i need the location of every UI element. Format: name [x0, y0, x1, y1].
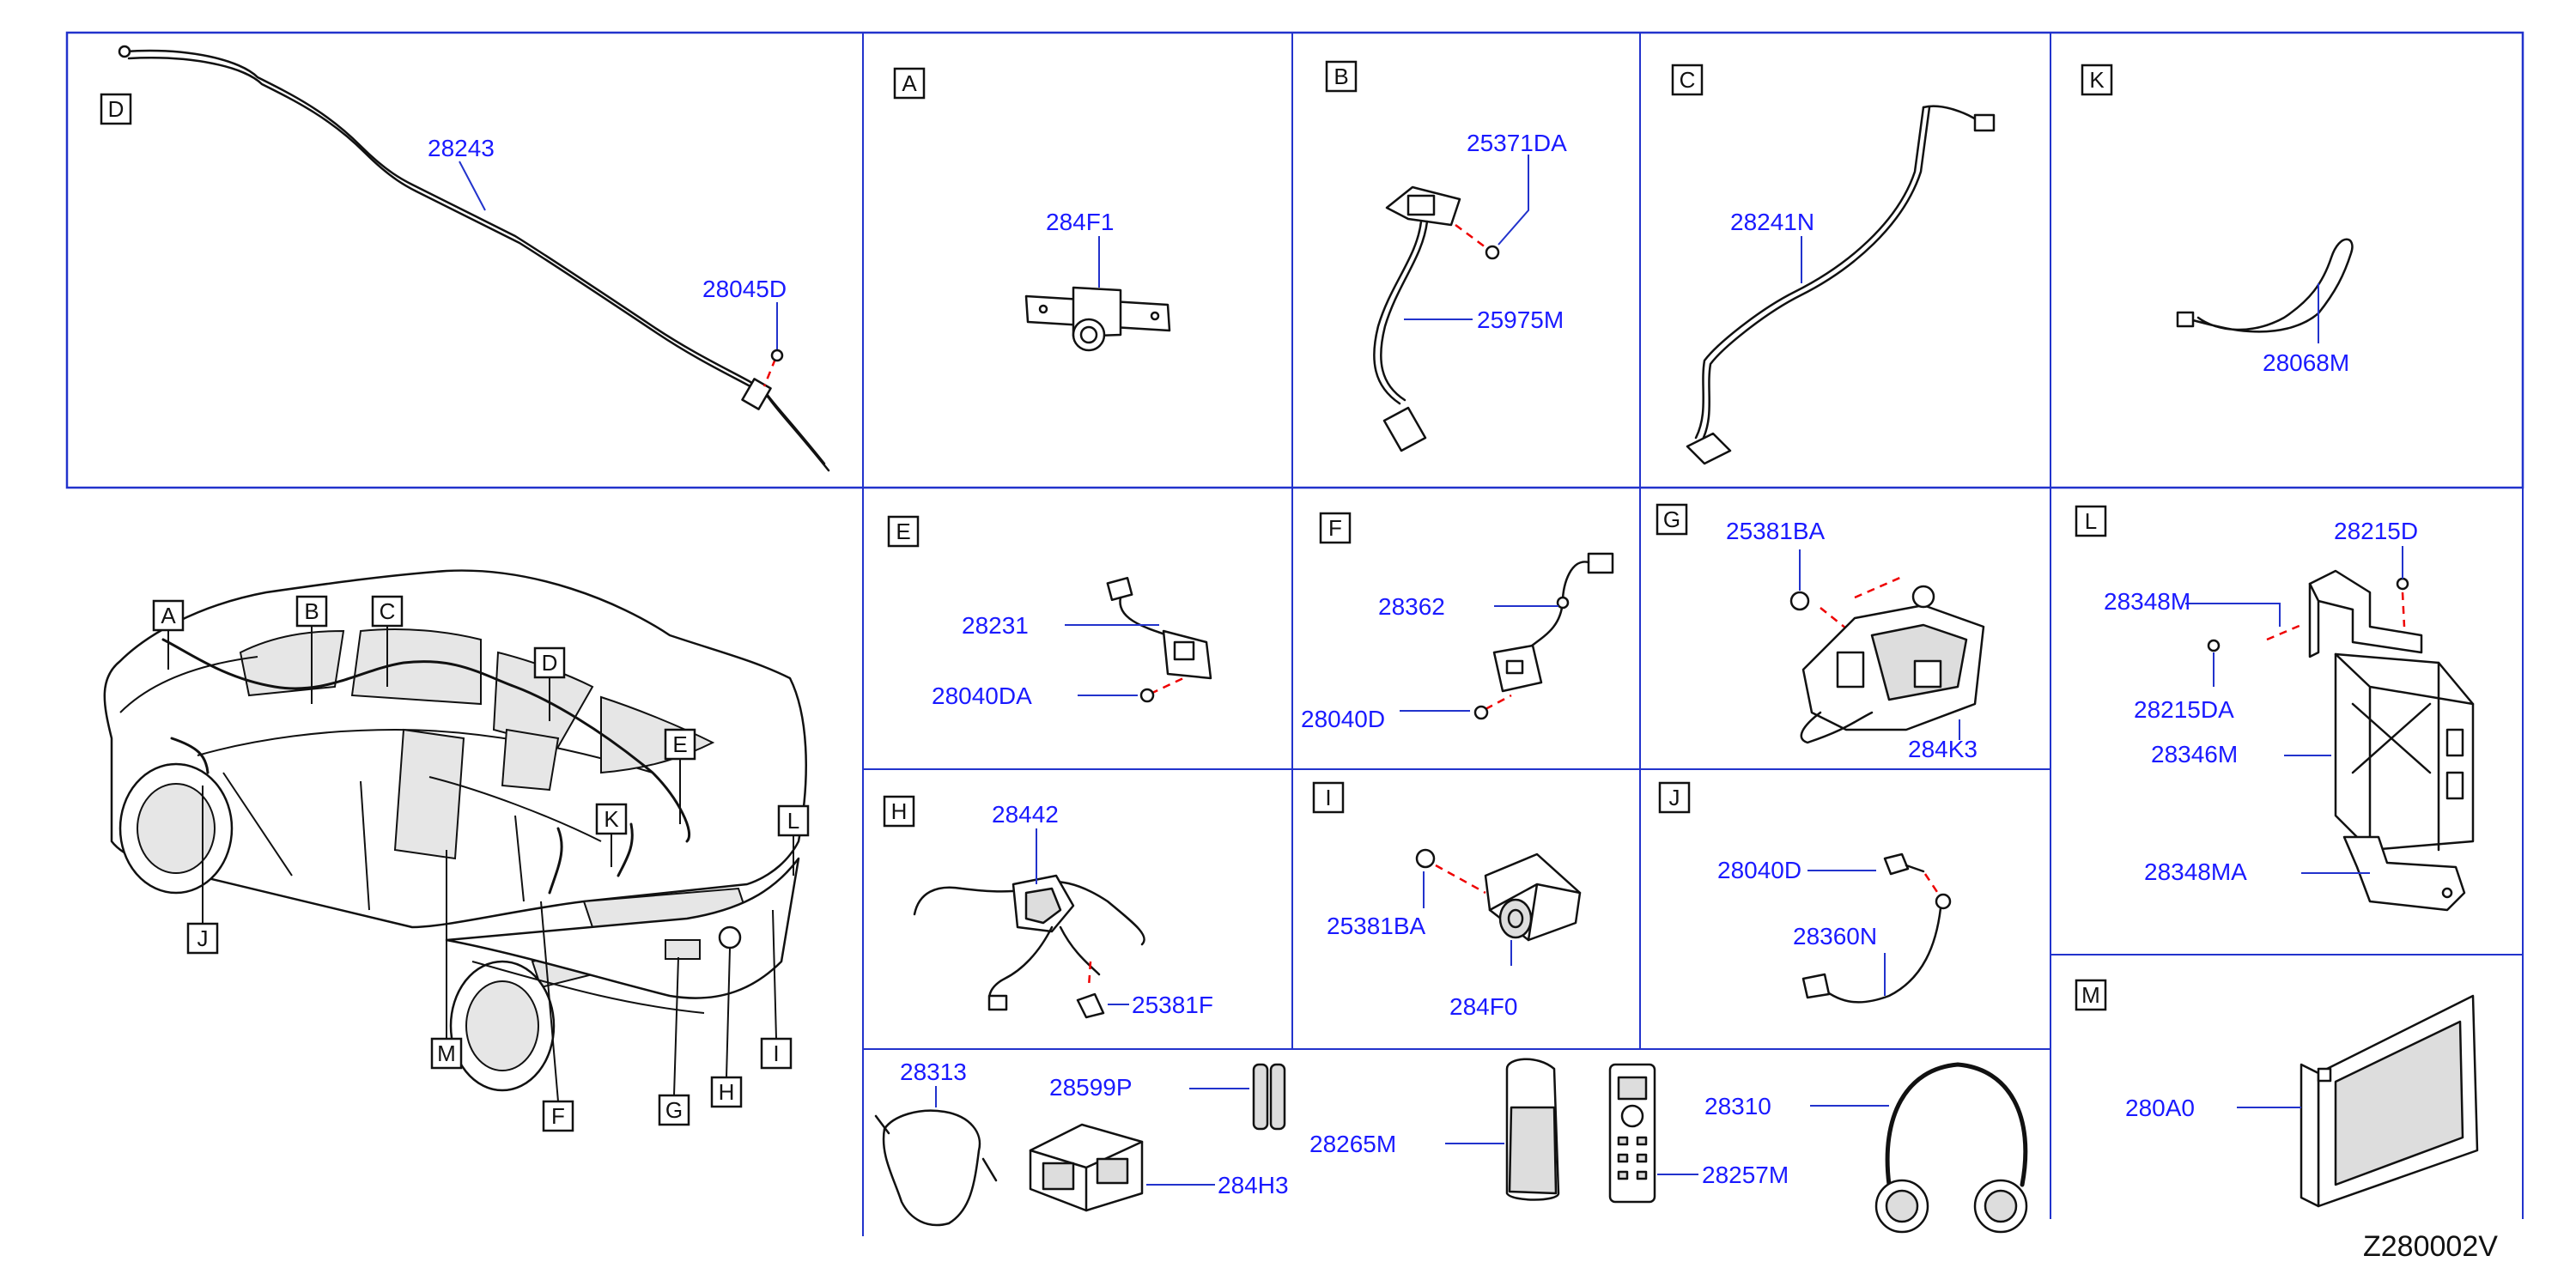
- part-number: 28348MA: [2144, 858, 2247, 885]
- section-g: G 25381BA 284K3: [1656, 503, 1985, 762]
- antenna-feeder-cable: [118, 45, 830, 472]
- section-letter: B: [1334, 64, 1348, 89]
- antenna-harness: [1686, 105, 1996, 465]
- section-h: H 28442 25381F: [883, 795, 1213, 1019]
- part-number: 28362: [1378, 593, 1445, 620]
- camera-sub-harness: [1106, 576, 1212, 680]
- section-letter: D: [108, 96, 125, 122]
- section-letter: F: [1328, 515, 1342, 541]
- callout-letter: B: [304, 598, 319, 624]
- antenna-feeder: [2176, 238, 2354, 333]
- section-letter: H: [891, 798, 908, 824]
- part-number: 28215DA: [2134, 696, 2234, 723]
- vehicle-overview: [103, 569, 807, 1092]
- part-number: 28257M: [1702, 1162, 1789, 1188]
- part-number: 28068M: [2263, 349, 2349, 376]
- part-number: 25371DA: [1467, 130, 1567, 156]
- part-number: 28040DA: [932, 682, 1032, 709]
- rear-view-camera: [1024, 286, 1171, 352]
- callout-letter: M: [437, 1040, 456, 1066]
- part-number: 28040D: [1717, 857, 1801, 883]
- section-l: L 28215D 28348M 28215DA 28346M 28348MA: [2075, 505, 2475, 912]
- callout-letter: I: [773, 1040, 779, 1066]
- camera-unit: [1484, 852, 1582, 942]
- section-a: A 284F1: [893, 67, 1171, 352]
- section-m: M 280A0: [2075, 979, 2479, 1208]
- camera-harness: [1373, 185, 1461, 452]
- part-number: 28599P: [1049, 1074, 1133, 1101]
- section-letter: M: [2081, 982, 2100, 1008]
- antenna-amp: [1492, 552, 1614, 693]
- section-letter: G: [1663, 507, 1680, 532]
- part-number: 28360N: [1793, 923, 1877, 949]
- batteries: [1252, 1063, 1286, 1131]
- part-number: 28310: [1704, 1093, 1771, 1119]
- section-k: K 28068M: [2081, 64, 2354, 376]
- vehicle-callouts: A B C D E K L J M F G H I: [152, 595, 810, 1132]
- section-accessories: 28313 28599P 284H3 28265M: [874, 1058, 2028, 1234]
- part-number: 28313: [900, 1059, 967, 1085]
- part-number: 28040D: [1301, 706, 1385, 732]
- part-number: 25381F: [1132, 992, 1213, 1018]
- section-grid: [65, 31, 2524, 1236]
- part-number: 284F0: [1449, 993, 1517, 1020]
- trunk-camera-harness: [913, 874, 1145, 1019]
- part-number: 28442: [992, 801, 1059, 828]
- remote-controller: [1608, 1063, 1656, 1204]
- section-j: J 28040D 28360N: [1658, 781, 1952, 1004]
- callout-letter: F: [551, 1103, 565, 1129]
- control-unit-bracket-lower: [2342, 835, 2466, 912]
- section-letter: I: [1325, 785, 1331, 810]
- part-number: 28346M: [2151, 741, 2238, 767]
- part-number: 25381BA: [1327, 913, 1426, 939]
- usb-connector: [1029, 1123, 1144, 1212]
- callout-letter: D: [542, 650, 558, 676]
- rear-display-unit: [2300, 994, 2479, 1208]
- part-number: 280A0: [2125, 1095, 2195, 1121]
- part-number: 28045D: [702, 276, 787, 302]
- section-letter: A: [902, 70, 917, 96]
- callout-letter: L: [787, 808, 799, 834]
- section-letter: J: [1669, 785, 1680, 810]
- part-number: 28348M: [2104, 588, 2190, 615]
- part-number: 28231: [962, 612, 1029, 639]
- diagram-code: Z280002V: [2363, 1230, 2498, 1263]
- callout-letter: C: [380, 598, 396, 624]
- ground-bolt: [1883, 852, 1925, 876]
- storage-bag: [874, 1109, 998, 1227]
- callout-letter: K: [604, 806, 619, 832]
- section-e: E 28231 28040DA: [887, 515, 1212, 709]
- part-number: 28243: [428, 135, 495, 161]
- callout-letter: E: [672, 731, 687, 757]
- av-control-unit: [2334, 652, 2475, 852]
- part-number: 28265M: [1309, 1131, 1396, 1157]
- part-number: 284H3: [1218, 1172, 1289, 1198]
- section-letter: E: [896, 519, 910, 544]
- section-f: F 28362 28040D: [1301, 512, 1614, 732]
- section-b: B 25371DA 25975M: [1325, 60, 1567, 452]
- callout-letter: A: [161, 603, 176, 628]
- section-d: D 28243 28045D: [100, 45, 830, 472]
- section-letter: K: [2089, 67, 2105, 93]
- wireless-headphones: [1874, 1062, 2028, 1234]
- section-i: I 25381BA 284F0: [1312, 781, 1582, 1020]
- trunk-lock-assembly: [1800, 585, 1985, 744]
- part-number: 28241N: [1730, 209, 1814, 235]
- part-number: 284K3: [1908, 736, 1978, 762]
- section-c: C 28241N: [1671, 64, 1996, 465]
- callout-letter: G: [665, 1097, 683, 1123]
- part-number: 28215D: [2334, 518, 2418, 544]
- control-unit-bracket-upper: [2308, 569, 2423, 658]
- part-number: 25975M: [1477, 306, 1564, 333]
- part-number: 25381BA: [1726, 518, 1826, 544]
- section-letter: L: [2085, 508, 2097, 534]
- section-letter: C: [1680, 67, 1696, 93]
- ground-cable: [1801, 893, 1952, 1004]
- headphone-holder: [1505, 1058, 1560, 1201]
- callout-letter: H: [719, 1079, 735, 1105]
- part-number: 284F1: [1046, 209, 1114, 235]
- callout-letter: J: [197, 925, 209, 951]
